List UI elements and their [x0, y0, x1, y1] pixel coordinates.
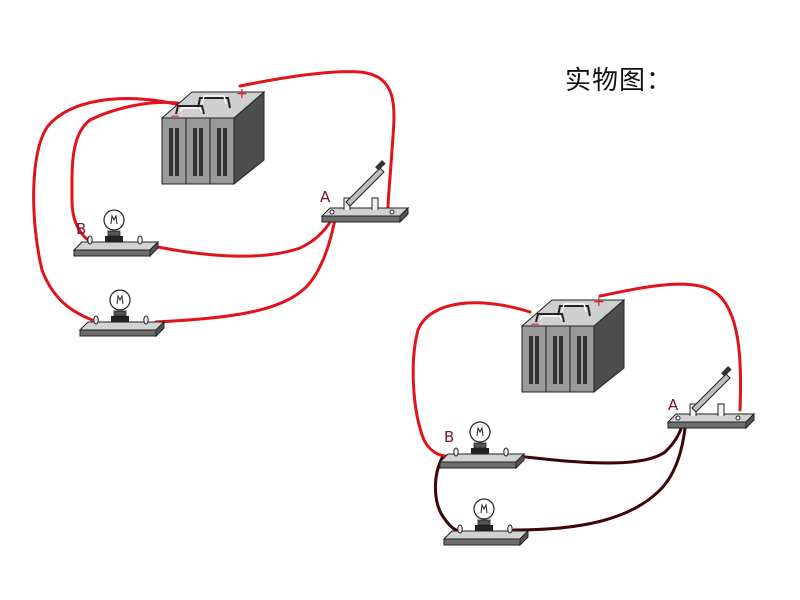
battery-upper-left: + −	[161, 86, 265, 185]
bulb-b-upper-left: B	[73, 209, 159, 257]
bulb-label: B	[76, 220, 86, 238]
wire-bulb-b-to-bulb-2	[433, 456, 458, 532]
wires-lower-right-dark	[433, 416, 688, 532]
wire-bulb-2-to-switch	[512, 416, 688, 532]
switch-a-lower-right: A	[667, 365, 755, 429]
bulb-label: B	[444, 428, 454, 446]
battery-lower-right: + −	[521, 294, 625, 393]
wires-upper-left	[32, 70, 396, 324]
wire-battery-minus-to-bulb-b	[70, 100, 186, 242]
switch-label: A	[668, 396, 679, 414]
bulb-b-lower-right: B	[439, 421, 525, 469]
battery-plus-label: +	[593, 294, 605, 310]
wire-bulb-b-to-switch	[146, 212, 336, 258]
wire-bulb-b-to-switch	[506, 416, 686, 465]
page-title: 实物图：	[565, 66, 674, 96]
circuit-upper-left: + − A B	[32, 70, 409, 337]
battery-minus-label: −	[170, 109, 180, 123]
wire-battery-plus-to-switch	[598, 282, 743, 412]
battery-plus-label: +	[236, 86, 248, 102]
wire-bulb-2-to-switch	[154, 212, 338, 324]
bulb-2-upper-left	[79, 289, 165, 337]
switch-a-upper-left: A	[320, 159, 409, 223]
wire-battery-plus-to-switch	[238, 70, 396, 210]
switch-label: A	[320, 188, 331, 206]
circuit-lower-right: + − A B	[411, 282, 755, 546]
wire-battery-minus-to-bulb-b	[411, 301, 532, 458]
bulb-2-lower-right	[443, 498, 529, 546]
battery-minus-label: −	[530, 317, 540, 331]
wires-lower-right-red	[411, 282, 743, 458]
wire-battery-minus-to-bulb-2	[32, 97, 178, 322]
